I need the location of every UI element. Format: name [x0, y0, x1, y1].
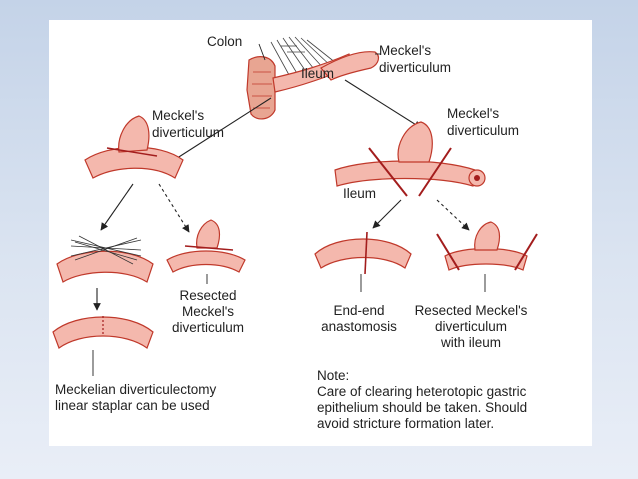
label-end-end: End-end anastomosis — [321, 303, 397, 334]
right-diverticulum-illustration — [334, 121, 486, 197]
left-diverticulum-illustration — [84, 115, 184, 179]
note-line-2: epithelium should be taken. Should — [317, 400, 528, 415]
label-resected-left: Resected Meckel's diverticulum — [171, 288, 245, 335]
label-linear-stapler: Meckelian diverticulectomy linear stapla… — [55, 382, 217, 413]
arrow-to-resected-right — [436, 199, 470, 231]
label-ileum-top: Ileum — [301, 66, 335, 81]
stapler-illustration — [56, 235, 154, 283]
resected-diverticulum-left — [166, 219, 246, 284]
note-line-1: Care of clearing heterotopic gastric — [317, 384, 527, 399]
label-meckels-left: Meckel's diverticulum — [152, 108, 225, 140]
colon — [246, 56, 276, 120]
label-resected-right: Resected Meckel's diverticulum with ileu… — [414, 303, 528, 350]
diverticulum-top — [320, 51, 380, 81]
arrow-to-end-end — [372, 199, 402, 229]
label-meckels-top: Meckel's diverticulum — [379, 43, 452, 75]
mesentery-lines — [270, 36, 342, 85]
colon-ileum-illustration — [246, 36, 381, 120]
label-colon: Colon — [207, 34, 243, 49]
note-block: Note: Care of clearing heterotopic gastr… — [317, 368, 527, 432]
arrow-to-resected-left — [158, 183, 190, 233]
label-meckels-right: Meckel's diverticulum — [447, 106, 520, 138]
resected-with-ileum-illustration — [436, 221, 538, 292]
end-end-anastomosis-illustration — [314, 231, 412, 292]
label-ileum-right: Ileum — [343, 186, 377, 201]
linear-staple-result — [52, 316, 154, 376]
note-heading: Note: — [317, 368, 350, 383]
arrow-to-stapler — [100, 183, 134, 231]
arrow-to-right-branch — [344, 79, 422, 129]
meckels-diverticulum-diagram — [52, 36, 538, 376]
note-line-3: avoid stricture formation later. — [317, 416, 495, 431]
diagram-panel: Colon Meckel's diverticulum Ileum Meckel… — [49, 20, 592, 446]
arrow-to-left-branch — [170, 97, 272, 163]
